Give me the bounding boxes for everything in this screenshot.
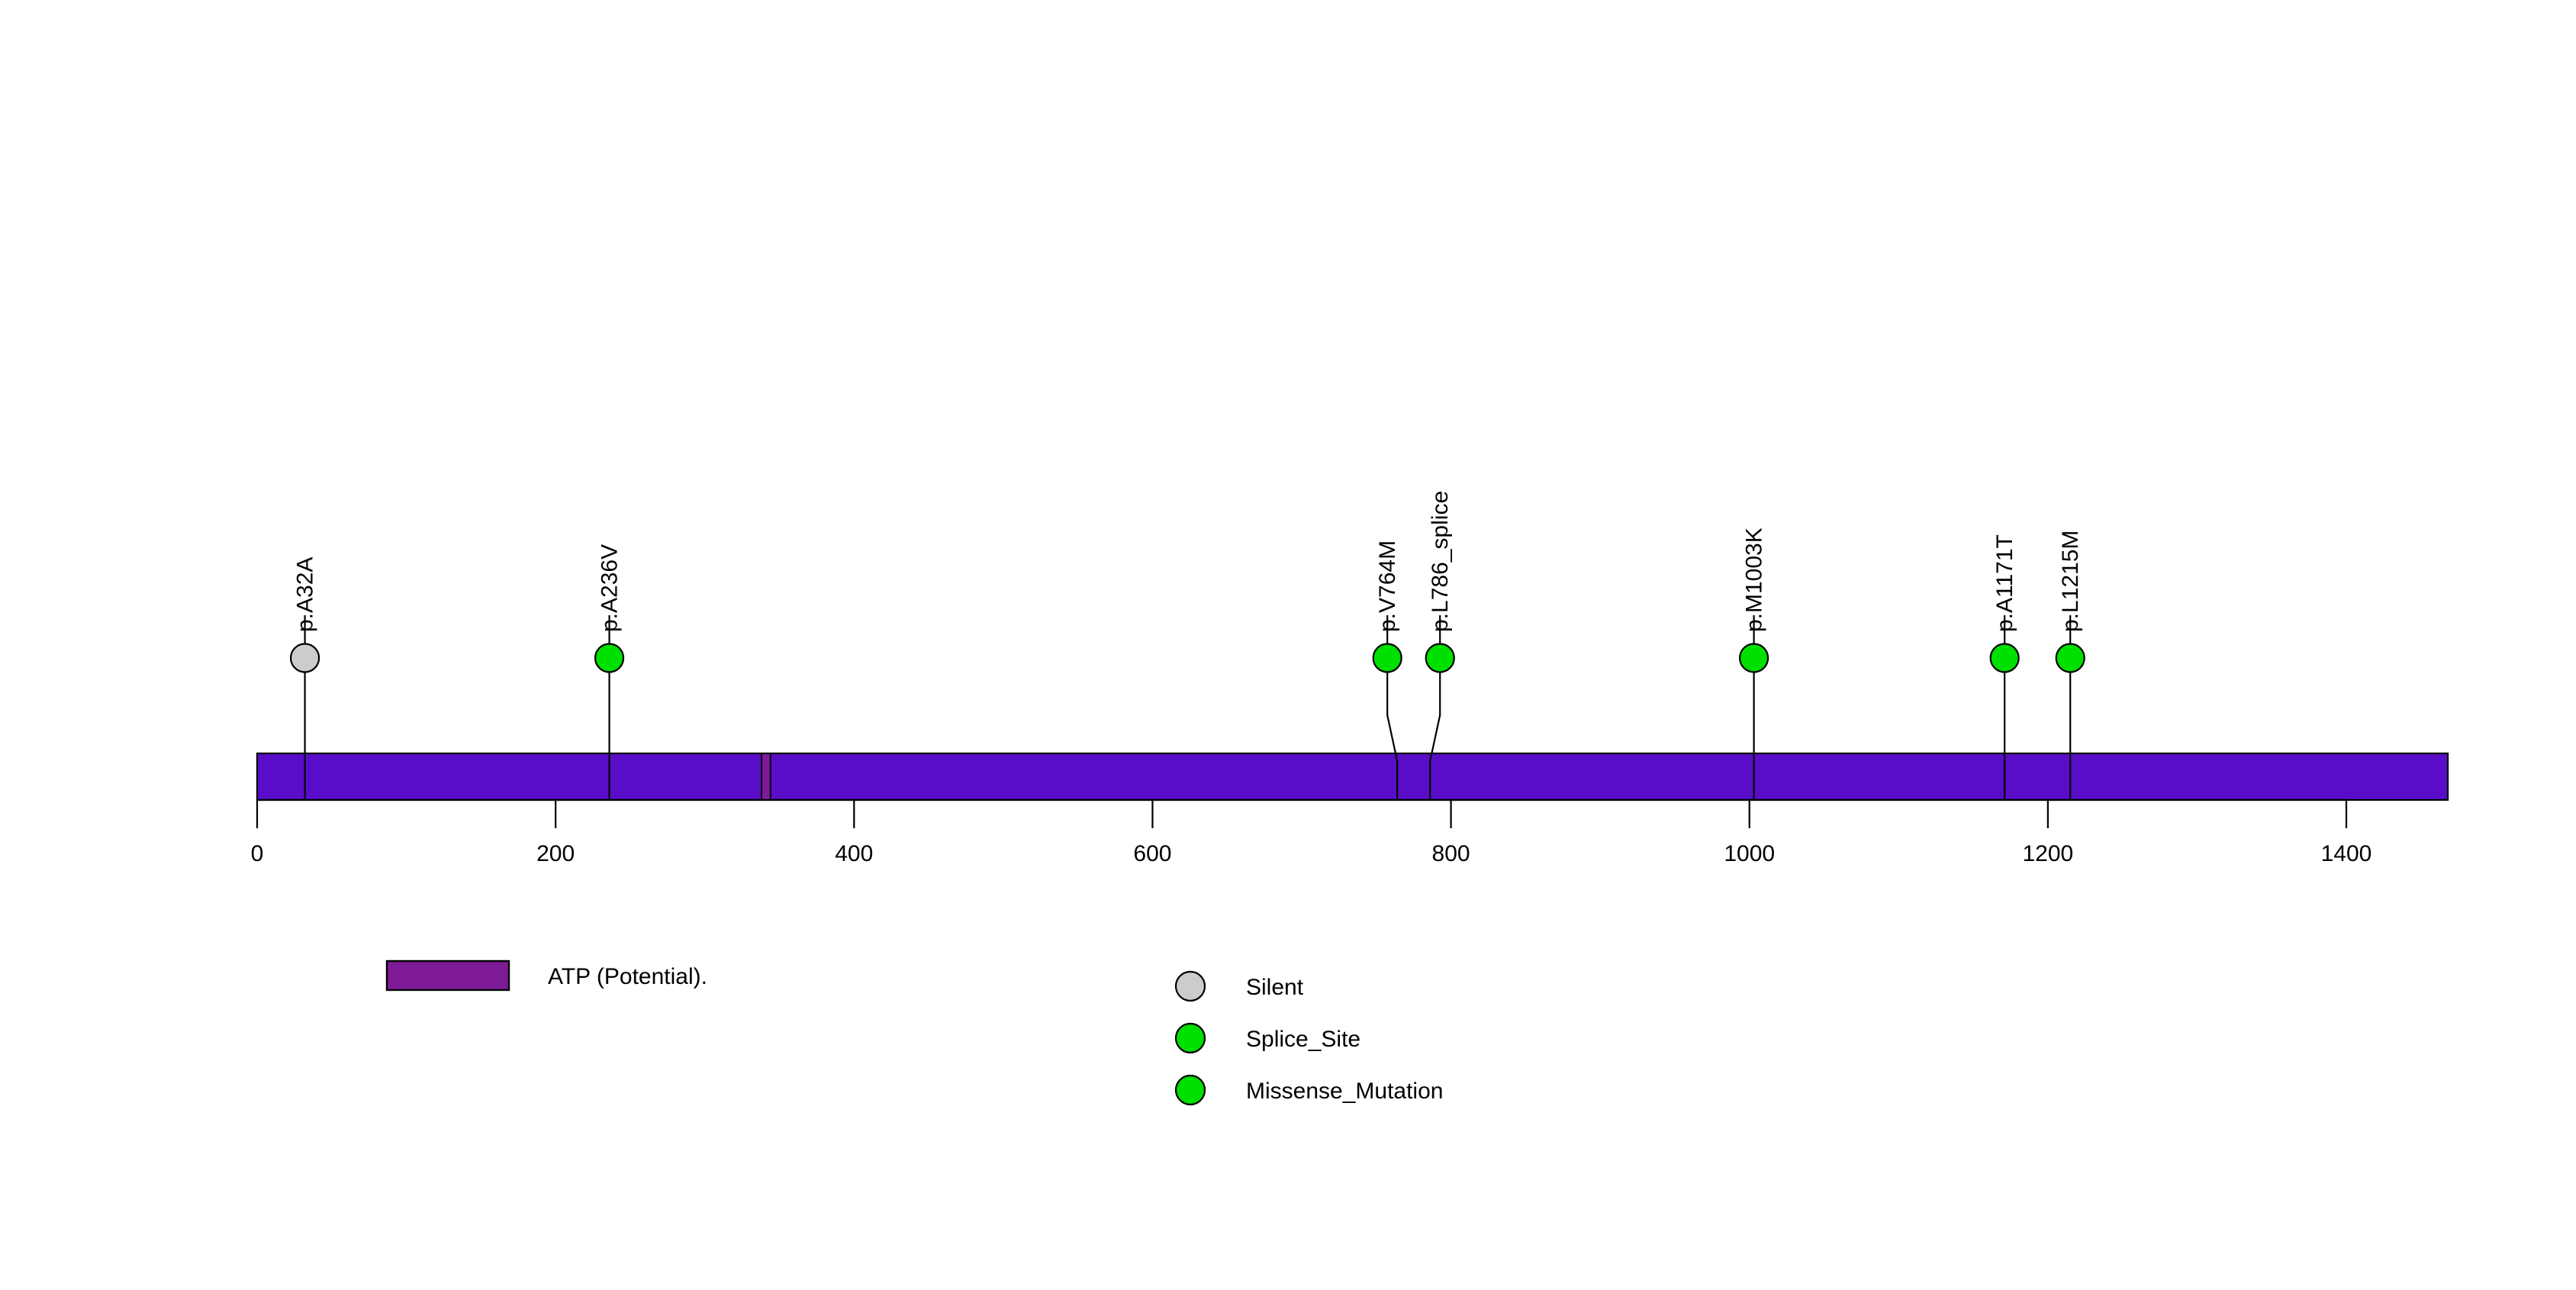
legend-mutation-label: Splice_Site — [1246, 1027, 1360, 1052]
mutation-label: p.A32A — [293, 557, 318, 632]
x-axis: 0 200 400 600 800 1000 1200 1400 — [251, 798, 2372, 866]
lollipop-head[interactable]: p.A1171T (Missense_Mutation) — [1989, 643, 2020, 673]
domain-block[interactable]: ATP (Potential). — [761, 753, 771, 801]
x-axis-tick-label: 800 — [1432, 841, 1470, 866]
legend: ATP (Potential). SilentSplice_SiteMissens… — [385, 959, 1443, 1106]
mutation-label: p.L1215M — [2058, 531, 2083, 632]
x-axis-tick-label: 400 — [835, 841, 873, 866]
legend-mutation-swatch[interactable] — [1174, 1022, 1206, 1054]
x-axis-tick-label: 1000 — [1724, 841, 1775, 866]
protein-bar — [256, 752, 2449, 801]
protein-backbone — [256, 752, 2449, 801]
legend-mutation-label: Silent — [1246, 975, 1304, 1000]
x-axis-tick-label: 600 — [1133, 841, 1171, 866]
legend-mutation-swatch[interactable] — [1174, 1074, 1206, 1106]
x-axis-tick-label: 1400 — [2321, 841, 2372, 866]
legend-mutation-label: Missense_Mutation — [1246, 1079, 1443, 1104]
lollipop-head[interactable]: p.M1003K (Missense_Mutation) — [1738, 643, 1769, 673]
x-axis-tick-label: 200 — [536, 841, 575, 866]
lollipop-head[interactable]: p.L786_splice (Splice_Site) — [1425, 643, 1455, 673]
legend-domain-label: ATP (Potential). — [548, 964, 707, 989]
mutation-label: p.A1171T — [1992, 534, 2017, 632]
mutation-label: p.L786_splice — [1428, 491, 1453, 632]
x-axis-tick-label: 1200 — [2022, 841, 2073, 866]
lollipop-head[interactable]: p.V764M (Missense_Mutation) — [1372, 643, 1402, 673]
legend-domain-swatch[interactable] — [385, 959, 510, 992]
lollipop-head[interactable]: p.L1215M (Missense_Mutation) — [2055, 643, 2085, 673]
mutation-label: p.M1003K — [1742, 527, 1767, 632]
lollipop-head[interactable]: p.A32A (Silent) — [289, 643, 320, 673]
lollipop-head[interactable]: p.A236V (Missense_Mutation) — [594, 643, 625, 673]
legend-mutation-swatch[interactable] — [1174, 970, 1206, 1002]
x-axis-tick-label: 0 — [251, 841, 264, 866]
mutation-label: p.V764M — [1375, 540, 1400, 632]
domain-track: ATP (Potential). — [761, 753, 771, 801]
lollipop-heads[interactable]: p.A32A (Silent) p.A236V (Missense_Mutatio… — [289, 643, 2085, 673]
mutation-label: p.A236V — [597, 544, 623, 632]
mutation-labels: p.A32A p.A236V p.V764M p.L786_splice p.M1003… — [293, 491, 2084, 632]
